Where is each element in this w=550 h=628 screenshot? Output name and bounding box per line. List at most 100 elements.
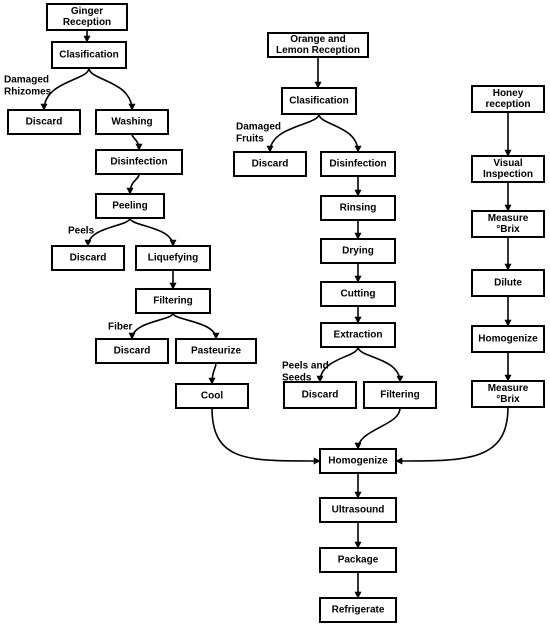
step-rinsing: Rinsing bbox=[320, 195, 396, 221]
arrow-peeling-to-discard-g2 bbox=[84, 217, 131, 247]
step-box bbox=[95, 193, 165, 219]
step-box bbox=[471, 210, 545, 238]
step-box bbox=[7, 109, 81, 135]
step-drying: Drying bbox=[320, 238, 396, 264]
step-box bbox=[320, 151, 396, 177]
arrow-filtering-g-to-discard-g3 bbox=[128, 312, 174, 340]
step-box bbox=[267, 32, 369, 58]
step-text: Clasification bbox=[59, 50, 118, 61]
step-text: Washing bbox=[111, 117, 152, 128]
step-box bbox=[51, 41, 127, 69]
step-box bbox=[471, 325, 545, 353]
step-text: Clasification bbox=[289, 96, 348, 107]
step-text: Cool bbox=[201, 391, 223, 402]
step-box bbox=[471, 85, 545, 113]
step-box bbox=[95, 149, 183, 175]
step-text: Filtering bbox=[380, 390, 419, 401]
label-damaged-fruits: Fruits bbox=[236, 134, 264, 145]
step-clasification-o: Clasification bbox=[281, 87, 357, 115]
step-text: Reception bbox=[63, 17, 111, 28]
step-box bbox=[233, 151, 307, 177]
arrow-extraction-to-filtering-o bbox=[357, 346, 404, 383]
step-box bbox=[319, 547, 397, 573]
step-text: Discard bbox=[252, 159, 289, 170]
arrow-filtering-o-to-homogenize bbox=[354, 407, 401, 450]
step-text: Cutting bbox=[341, 289, 376, 300]
step-text: °Brix bbox=[496, 224, 520, 235]
step-extraction: Extraction bbox=[320, 322, 396, 348]
step-text: °Brix bbox=[496, 394, 520, 405]
step-box bbox=[319, 497, 397, 523]
label-peels: Peels bbox=[68, 226, 95, 237]
arrow-washing-to-disinfection-g bbox=[131, 133, 143, 151]
arrow-disinfection-g-to-peeling bbox=[126, 173, 140, 195]
step-box bbox=[51, 245, 125, 271]
arrow-clasification-o-to-disinfection-o bbox=[318, 113, 362, 153]
label-fiber: Fiber bbox=[108, 322, 133, 333]
step-text: Ginger bbox=[71, 6, 103, 17]
step-discard-g1: Discard bbox=[7, 109, 81, 135]
step-clasification-g: Clasification bbox=[51, 41, 127, 69]
step-text: Homogenize bbox=[478, 334, 538, 345]
step-filtering-g: Filtering bbox=[135, 288, 211, 314]
step-box bbox=[319, 448, 397, 474]
step-box bbox=[471, 380, 545, 408]
step-box bbox=[175, 338, 257, 364]
step-text: Discard bbox=[114, 346, 151, 357]
label-damaged-fruits: Damaged bbox=[236, 122, 281, 133]
step-box bbox=[283, 381, 357, 409]
step-box bbox=[320, 322, 396, 348]
flow-arrows bbox=[40, 30, 512, 599]
step-box bbox=[135, 288, 211, 314]
step-homogenize-h: Homogenize bbox=[471, 325, 545, 353]
step-text: Peeling bbox=[112, 201, 148, 212]
step-text: Rinsing bbox=[340, 203, 377, 214]
step-text: Refrigerate bbox=[332, 605, 385, 616]
arrow-measure-brix-2-to-homogenize bbox=[395, 406, 509, 465]
step-discard-g3: Discard bbox=[95, 338, 169, 364]
arrow-pasteurize-to-cool bbox=[208, 362, 217, 385]
arrow-cool-to-homogenize bbox=[211, 407, 321, 465]
step-dilute: Dilute bbox=[471, 269, 545, 297]
side-labels: DamagedRhizomesPeelsFiberDamagedFruitsPe… bbox=[4, 75, 329, 384]
arrow-clasification-g-to-discard-g1 bbox=[40, 67, 90, 111]
step-box bbox=[175, 383, 249, 409]
step-pasteurize: Pasteurize bbox=[175, 338, 257, 364]
step-box bbox=[363, 381, 437, 409]
step-text: Extraction bbox=[334, 330, 383, 341]
step-text: Drying bbox=[342, 246, 374, 257]
arrow-extraction-to-discard-o2 bbox=[316, 346, 359, 383]
step-text: Orange and bbox=[290, 34, 346, 45]
step-discard-g2: Discard bbox=[51, 245, 125, 271]
step-box bbox=[135, 245, 211, 271]
step-text: Discard bbox=[70, 253, 107, 264]
step-text: Inspection bbox=[483, 169, 533, 180]
step-disinfection-g: Disinfection bbox=[95, 149, 183, 175]
step-ultrasound: Ultrasound bbox=[319, 497, 397, 523]
step-box bbox=[319, 597, 397, 623]
step-cool: Cool bbox=[175, 383, 249, 409]
arrow-peeling-to-liquefying bbox=[129, 217, 177, 247]
step-discard-o2: Discard bbox=[283, 381, 357, 409]
step-text: Discard bbox=[26, 117, 63, 128]
label-peels-and-seeds: Peels and bbox=[282, 361, 329, 372]
step-box bbox=[320, 195, 396, 221]
step-washing: Washing bbox=[95, 109, 169, 135]
step-box bbox=[471, 269, 545, 297]
step-text: Dilute bbox=[494, 278, 522, 289]
step-text: Visual bbox=[493, 158, 522, 169]
label-damaged-rhizomes: Damaged bbox=[4, 75, 49, 86]
step-refrigerate: Refrigerate bbox=[319, 597, 397, 623]
step-measure-brix-1: Measure°Brix bbox=[471, 210, 545, 238]
step-box bbox=[95, 109, 169, 135]
step-box bbox=[281, 87, 357, 115]
step-box bbox=[320, 238, 396, 264]
step-box bbox=[46, 3, 128, 31]
step-box bbox=[320, 281, 396, 307]
label-peels-and-seeds: Seeds bbox=[282, 373, 312, 384]
